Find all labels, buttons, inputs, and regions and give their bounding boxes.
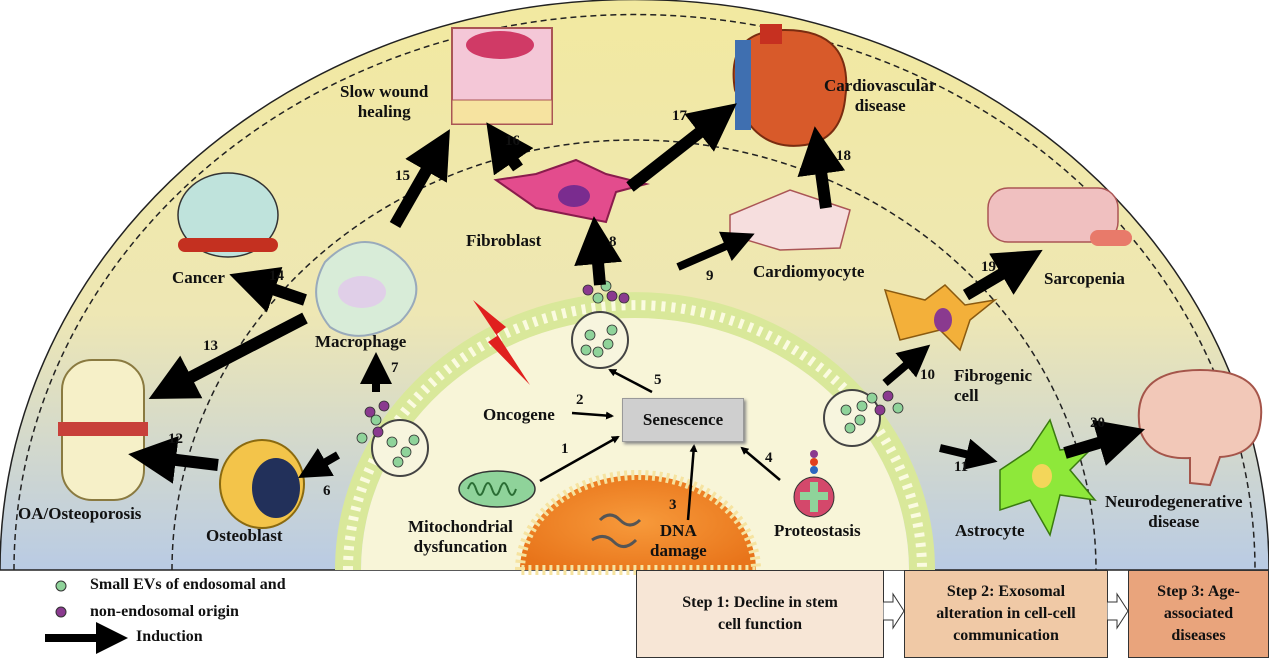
step2-box: Step 2: Exosomal alteration in cell-cell… bbox=[904, 570, 1108, 658]
ev-green-dot bbox=[606, 324, 618, 336]
ev-green-dot bbox=[386, 436, 398, 448]
mitochondrion-icon bbox=[458, 470, 536, 508]
ev-green-dot bbox=[392, 456, 404, 468]
label-fibroblast: Fibroblast bbox=[466, 231, 542, 250]
ev-green-dot bbox=[602, 338, 614, 350]
ev-green-dot bbox=[866, 392, 878, 404]
ev-budding-top bbox=[571, 311, 629, 369]
label-neurodegenerative-disease: Neurodegenerative disease bbox=[1105, 492, 1243, 531]
legend-purple-ev-icon bbox=[55, 606, 67, 618]
step-number-18: 18 bbox=[836, 148, 851, 164]
ev-purple-dot bbox=[882, 390, 894, 402]
step-number-19: 19 bbox=[981, 259, 996, 275]
label-osteoblast: Osteoblast bbox=[206, 526, 283, 545]
step-number-7: 7 bbox=[391, 360, 399, 376]
ev-purple-dot bbox=[372, 426, 384, 438]
outer-dome bbox=[0, 0, 1269, 571]
senescence-box: Senescence bbox=[622, 398, 744, 442]
heart-icon bbox=[732, 24, 848, 147]
label-cardiomyocyte: Cardiomyocyte bbox=[753, 262, 865, 281]
step-number-11: 11 bbox=[954, 459, 969, 475]
step-number-17: 17 bbox=[672, 108, 687, 124]
label-oncogene: Oncogene bbox=[483, 405, 555, 424]
legend-induction: Induction bbox=[136, 628, 203, 645]
ev-purple-dot bbox=[874, 404, 886, 416]
step-number-2: 2 bbox=[576, 392, 584, 408]
step-number-16: 16 bbox=[505, 133, 520, 149]
ev-purple-dot bbox=[606, 290, 618, 302]
step-number-13: 13 bbox=[203, 338, 218, 354]
ev-green-dot bbox=[592, 346, 604, 358]
label-mitochondrial-dysfunction: Mitochondrial dysfuncation bbox=[408, 517, 513, 556]
step-number-4: 4 bbox=[765, 450, 773, 466]
legend-evs-line2: non-endosomal origin bbox=[90, 603, 239, 620]
ev-purple-dot bbox=[618, 292, 630, 304]
proteostasis-icon bbox=[793, 450, 835, 518]
legend-green-ev-icon bbox=[55, 580, 67, 592]
step-number-14: 14 bbox=[269, 268, 284, 284]
ev-green-dot bbox=[408, 434, 420, 446]
label-dna-damage: DNA damage bbox=[650, 521, 707, 560]
brain-icon bbox=[1137, 368, 1263, 487]
step-number-10: 10 bbox=[920, 367, 935, 383]
ev-budding-left bbox=[371, 419, 429, 477]
lightning-bolt-icon bbox=[473, 300, 530, 385]
sarcopenia-muscle-icon bbox=[987, 187, 1132, 246]
label-cancer: Cancer bbox=[172, 268, 225, 287]
ev-green-dot bbox=[400, 446, 412, 458]
step-number-6: 6 bbox=[323, 483, 331, 499]
ev-green-dot bbox=[356, 432, 368, 444]
ev-green-dot bbox=[840, 404, 852, 416]
step1-box: Step 1: Decline in stem cell function bbox=[636, 570, 884, 658]
step-number-3: 3 bbox=[669, 497, 677, 513]
label-oa-osteoporosis: OA/Osteoporosis bbox=[18, 504, 142, 523]
bone-joint-icon bbox=[58, 359, 148, 501]
cancer-icon bbox=[177, 172, 279, 258]
osteoblast-icon bbox=[219, 439, 305, 529]
ev-purple-dot bbox=[364, 406, 376, 418]
ev-green-dot bbox=[892, 402, 904, 414]
ev-green-dot bbox=[584, 329, 596, 341]
macrophage-icon bbox=[315, 241, 418, 337]
ev-purple-dot bbox=[378, 400, 390, 412]
label-fibrogenic-cell: Fibrogenic cell bbox=[954, 366, 1033, 405]
step-number-8: 8 bbox=[609, 234, 617, 250]
step3-box: Step 3: Age- associated diseases bbox=[1128, 570, 1269, 658]
step-number-15: 15 bbox=[395, 168, 410, 184]
ev-purple-dot bbox=[582, 284, 594, 296]
label-slow-wound-healing: Slow wound healing bbox=[340, 82, 429, 121]
ev-green-dot bbox=[844, 422, 856, 434]
ev-green-dot bbox=[592, 292, 604, 304]
label-cardiovascular-disease: Cardiovascular disease bbox=[824, 76, 937, 115]
step-connector-arrow-icon bbox=[883, 592, 905, 630]
ev-green-dot bbox=[856, 400, 868, 412]
label-astrocyte: Astrocyte bbox=[955, 521, 1025, 540]
step-number-1: 1 bbox=[561, 441, 569, 457]
step-number-20: 20 bbox=[1090, 415, 1105, 431]
ev-dots bbox=[356, 280, 904, 468]
step-number-9: 9 bbox=[706, 268, 714, 284]
ev-green-dot bbox=[580, 344, 592, 356]
fibroblast-icon bbox=[493, 158, 650, 224]
label-sarcopenia: Sarcopenia bbox=[1044, 269, 1125, 288]
step-number-5: 5 bbox=[654, 372, 662, 388]
step-connector-arrow-icon-2 bbox=[1107, 592, 1129, 630]
label-proteostasis: Proteostasis bbox=[774, 521, 861, 540]
step-number-12: 12 bbox=[168, 431, 183, 447]
wound-tissue-icon bbox=[451, 27, 553, 125]
label-macrophage: Macrophage bbox=[315, 332, 407, 351]
ev-green-dot bbox=[370, 414, 382, 426]
outer-dashed-arc bbox=[13, 13, 1256, 571]
legend-evs-line1: Small EVs of endosomal and bbox=[90, 576, 286, 593]
ev-green-dot bbox=[854, 414, 866, 426]
fibrogenic-cell-icon bbox=[883, 284, 998, 352]
